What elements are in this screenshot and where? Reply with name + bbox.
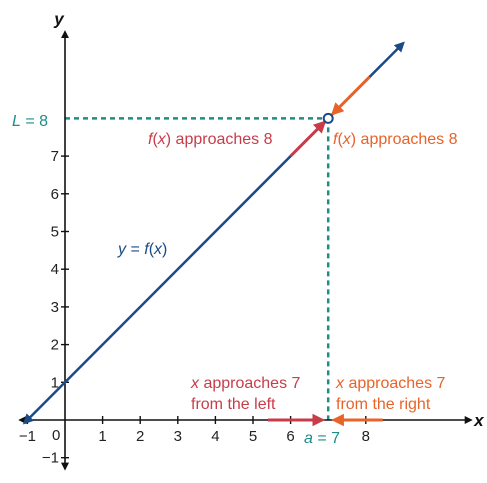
x-tick-label: 2 [136,428,144,445]
open-point-marker [322,112,334,124]
L-label: L = 8 [12,113,48,130]
y-tick-label: 2 [51,337,59,354]
x-tick-label: 8 [362,428,370,445]
y-axis-label: y [53,10,65,29]
x-tick-label: −1 [19,428,36,445]
x-tick-label: 3 [174,428,182,445]
fx-approaches-right-label: f(x) approaches 8 [333,131,458,148]
x-approaches-left-sublabel: from the left [191,396,276,413]
x-tick-label: 5 [249,428,257,445]
x-approaches-right-label: x approaches 7 [335,375,446,392]
approach-arrow-left-on-line [289,120,327,158]
y-tick-label: 5 [51,224,59,241]
y-tick-label: −1 [42,450,59,467]
fx-approaches-left-label: f(x) approaches 8 [148,131,273,148]
y-tick-label: 4 [51,261,59,278]
x-approaches-left-label: x approaches 7 [190,375,301,392]
curve-label: y = f(x) [117,241,167,258]
y-tick-label: 6 [51,186,59,203]
x-tick-label: 6 [286,428,294,445]
x-tick-label: 4 [211,428,219,445]
x-tick-labels: −1 1 2 3 4 5 6 8 [19,428,370,445]
a-label: a = 7 [304,430,340,447]
approach-arrow-right-on-line [330,75,371,116]
x-approaches-right-sublabel: from the right [336,396,431,413]
x-tick-label: 1 [98,428,106,445]
y-tick-label: 3 [51,299,59,316]
x-axis-label: x [473,411,485,430]
y-tick-label: 7 [51,148,59,165]
origin-label: 0 [52,427,60,444]
